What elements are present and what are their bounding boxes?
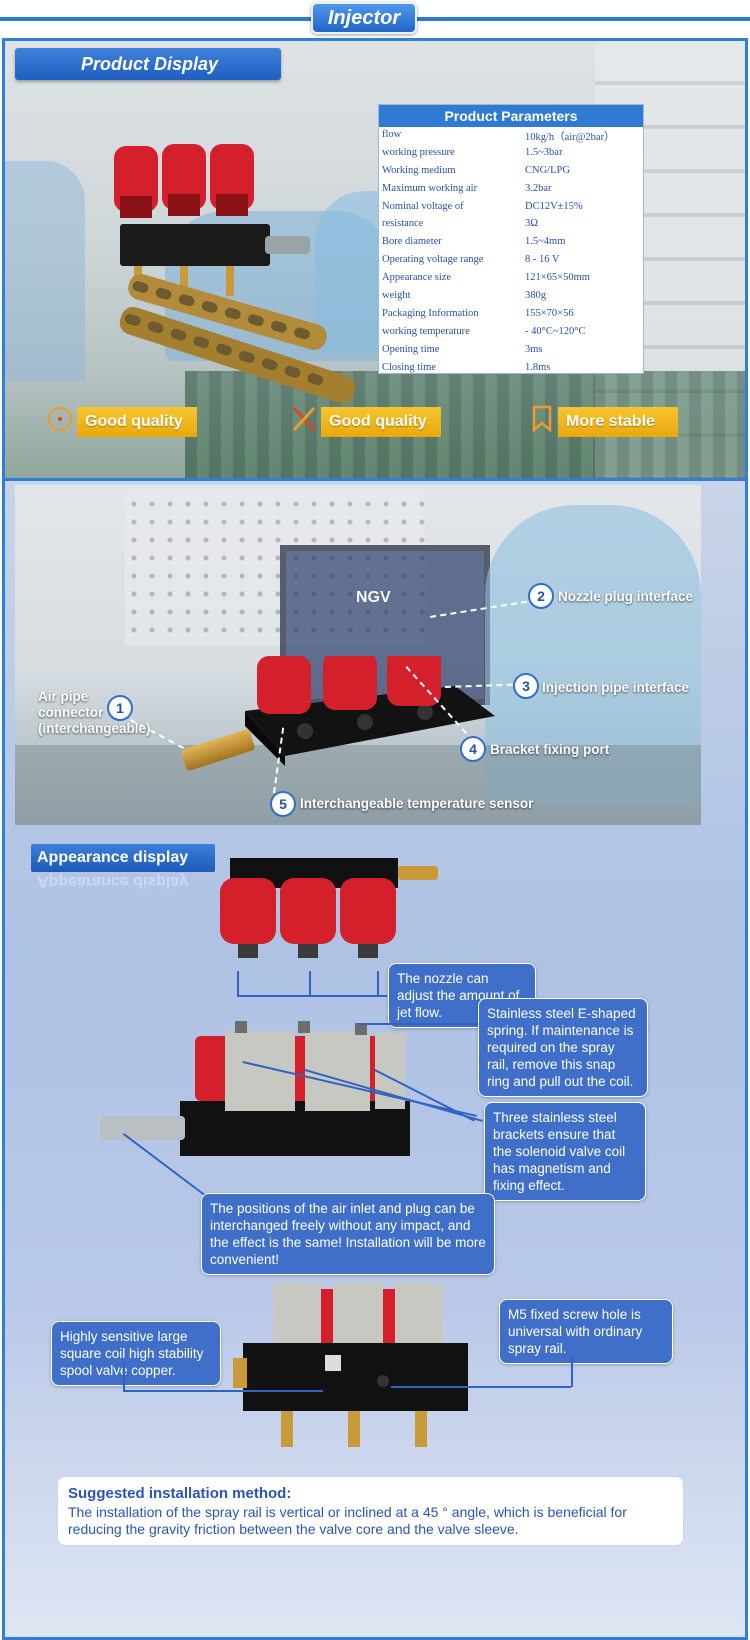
product-display-panel: Product Display Product Parameters flow 1… — [2, 38, 748, 484]
callout-number-4: 4 — [460, 736, 486, 762]
callout-nozzle-plug: Nozzle plug interface — [558, 589, 694, 604]
param-key: working pressure — [382, 146, 455, 158]
pointer-line — [237, 971, 239, 997]
param-key: Opening time — [382, 343, 440, 355]
quality-badge-1: Good quality — [77, 407, 197, 437]
injector-rail-image — [114, 144, 310, 296]
param-value: DC12V±15% — [525, 200, 583, 212]
injector-bottom-image — [233, 1283, 468, 1447]
param-row: Closing time 1.8ms — [379, 360, 643, 378]
injector-coil-image — [100, 1021, 410, 1156]
param-key: weight — [382, 290, 411, 302]
screw-note: M5 fixed screw hole is universal with or… — [499, 1299, 673, 1364]
pointer-line — [358, 1023, 480, 1025]
param-row: Maximum working air 3.2bar — [379, 181, 643, 199]
pointer-line — [377, 971, 379, 997]
background-worker-left — [5, 161, 85, 381]
param-value: 1.5~4mm — [525, 236, 566, 248]
callout-temp-sensor: Interchangeable temperature sensor — [300, 796, 534, 811]
tools-icon — [292, 406, 316, 432]
callout-number-3: 3 — [513, 673, 539, 699]
param-key: Closing time — [382, 361, 436, 373]
param-key: Working medium — [382, 164, 456, 176]
param-key: Maximum working air — [382, 182, 478, 194]
appearance-display-tab-reflection: Appearance display — [37, 873, 189, 890]
param-row: Opening time 3ms — [379, 342, 643, 360]
installation-body: The installation of the spray rail is ve… — [68, 1504, 627, 1537]
page-title: Injector — [311, 2, 417, 34]
pointer-line — [123, 1390, 323, 1392]
params-title: Product Parameters — [379, 105, 643, 127]
callout-number-5: 5 — [270, 791, 296, 817]
page-header: Injector — [0, 0, 750, 36]
spring-note: Stainless steel E-shaped spring. If main… — [478, 998, 648, 1097]
target-icon — [48, 407, 72, 431]
quality-badge-2: Good quality — [321, 407, 441, 437]
param-row: working temperature - 40°C~120°C — [379, 324, 643, 342]
param-row: Working medium CNG/LPG — [379, 163, 643, 181]
callout-number-1: 1 — [107, 695, 133, 721]
brackets-note: Three stainless steel brackets ensure th… — [484, 1102, 646, 1201]
coil-note: Highly sensitive large square coil high … — [51, 1321, 221, 1386]
param-row: Packaging Information 155×70×56 — [379, 306, 643, 324]
product-display-tab: Product Display — [15, 48, 281, 80]
param-value: 8 - 16 V — [525, 254, 560, 266]
param-key: resistance — [382, 218, 424, 230]
callout-injection-pipe: Injection pipe interface — [542, 680, 690, 695]
param-row: resistance 3Ω — [379, 216, 643, 234]
background-monitor: NGV — [280, 545, 490, 705]
monitor-label: NGV — [356, 589, 391, 606]
stable-badge: More stable — [558, 407, 678, 437]
positions-note: The positions of the air inlet and plug … — [201, 1193, 495, 1275]
pointer-line — [309, 971, 311, 997]
installation-box: Suggested installation method: The insta… — [57, 1476, 684, 1546]
injector-rail-angled-image — [245, 656, 495, 766]
param-value: 1.5~3bar — [525, 146, 563, 158]
bookmark-icon — [532, 405, 552, 433]
pointer-line — [237, 995, 387, 997]
param-row: weight 380g — [379, 288, 643, 306]
param-value: 1.8ms — [525, 361, 551, 373]
callout-bracket-port: Bracket fixing port — [490, 742, 610, 757]
param-key: Operating voltage range — [382, 254, 484, 266]
param-row: Operating voltage range 8 - 16 V — [379, 252, 643, 270]
param-value: 121×65×50mm — [525, 272, 590, 284]
pointer-line — [391, 1386, 571, 1388]
nozzle-note: The nozzle can adjust the amount of jet … — [388, 963, 536, 1028]
param-key: Nominal voltage of — [382, 200, 464, 212]
param-key: Bore diameter — [382, 236, 442, 248]
background-desk — [15, 745, 701, 825]
param-key: flow — [382, 129, 402, 140]
appearance-panel: NGV 2 Nozzle plug interface 3 Injection … — [2, 478, 748, 1640]
param-value: CNG/LPG — [525, 164, 570, 176]
param-key: working temperature — [382, 325, 470, 337]
pointer-line — [123, 1362, 125, 1392]
pointer-line — [571, 1357, 573, 1387]
param-row: flow 10kg/h（air@2bar） — [379, 127, 643, 145]
callout-air-pipe: Air pipe connector (interchangeable) — [38, 689, 151, 736]
param-row: Bore diameter 1.5~4mm — [379, 234, 643, 252]
param-value: 380g — [525, 290, 546, 302]
lab-photo: NGV — [15, 485, 701, 825]
param-row: Appearance size 121×65×50mm — [379, 270, 643, 288]
appearance-display-tab: Appearance display — [31, 844, 215, 872]
param-row: Nominal voltage of DC12V±15% — [379, 199, 643, 217]
installation-title: Suggested installation method: — [68, 1485, 292, 1502]
param-value: 3ms — [525, 343, 543, 355]
param-row: working pressure 1.5~3bar — [379, 145, 643, 163]
param-value: 155×70×56 — [525, 307, 574, 319]
injector-front-image — [220, 858, 438, 958]
param-value: 3Ω — [525, 218, 539, 230]
param-value: 10kg/h（air@2bar） — [525, 132, 615, 143]
param-key: Appearance size — [382, 272, 452, 284]
param-value: 3.2bar — [525, 182, 552, 194]
param-key: Packaging Information — [382, 307, 479, 319]
param-value: - 40°C~120°C — [525, 325, 586, 337]
callout-number-2: 2 — [528, 583, 554, 609]
